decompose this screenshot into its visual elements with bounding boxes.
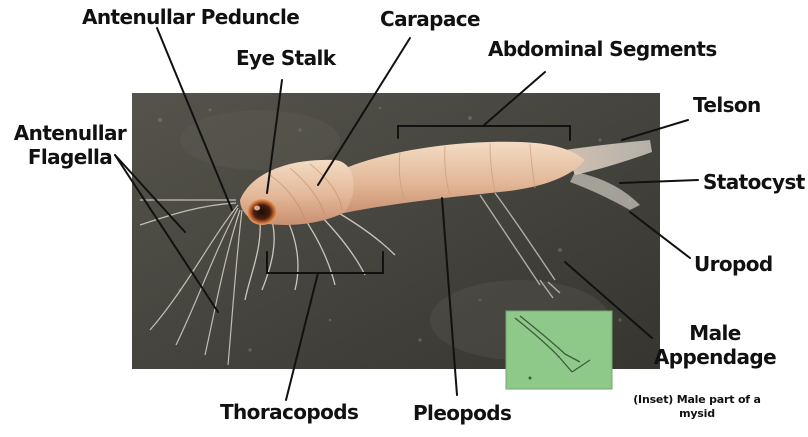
label-uropod: Uropod <box>694 252 773 276</box>
label-carapace: Carapace <box>380 7 480 31</box>
inset-caption-line1: (Inset) Male part of a <box>622 393 772 407</box>
label-antennular-peduncle: Antenullar Peduncle <box>82 5 299 29</box>
label-thoracopods: Thoracopods <box>220 400 358 424</box>
label-male-appendage: Male Appendage <box>650 321 780 369</box>
label-antennular-flagella-line2: Flagella <box>3 145 137 169</box>
inset-image <box>506 311 612 389</box>
label-antennular-flagella-line1: Antenullar <box>3 121 137 145</box>
label-male-appendage-line1: Male <box>650 321 780 345</box>
label-telson: Telson <box>693 93 761 117</box>
label-abdominal-segments: Abdominal Segments <box>488 37 717 61</box>
inset-caption-line2: mysid <box>622 407 772 421</box>
label-male-appendage-line2: Appendage <box>650 345 780 369</box>
label-eye-stalk: Eye Stalk <box>236 46 335 70</box>
label-pleopods: Pleopods <box>413 401 511 425</box>
label-antennular-flagella: Antenullar Flagella <box>3 121 137 169</box>
inset-caption: (Inset) Male part of a mysid <box>622 393 772 421</box>
label-statocyst: Statocyst <box>703 170 805 194</box>
